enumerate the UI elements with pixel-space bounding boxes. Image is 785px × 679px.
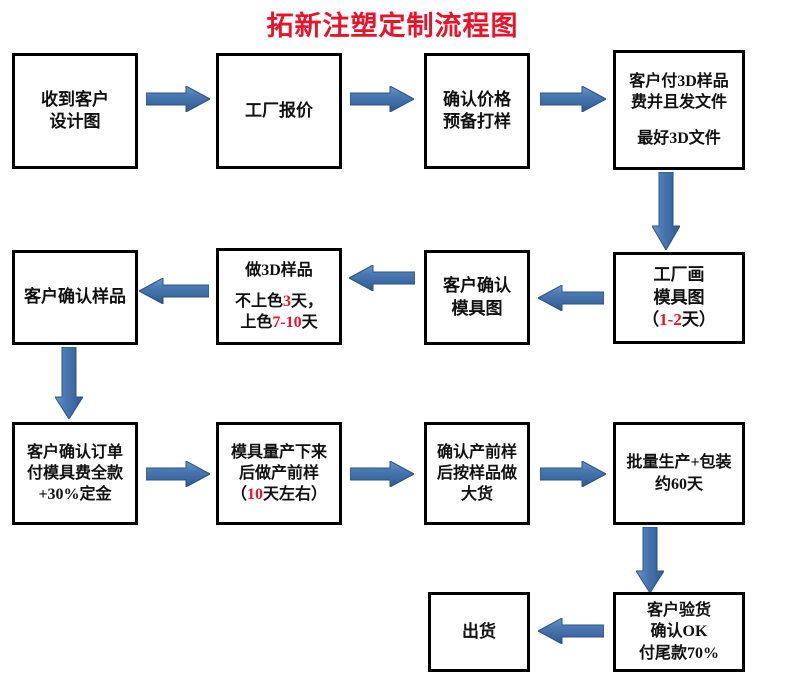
node-shipment[interactable]: 出货 <box>428 592 530 672</box>
uncolored-suffix: 天， <box>291 292 324 310</box>
highlight-days-uncolored: 3 <box>283 292 291 310</box>
colored-prefix: 上色 <box>240 314 273 332</box>
node-line: 约60天 <box>654 475 703 493</box>
node-line: 做3D样品 <box>245 261 313 279</box>
node-line-days: （1-2天） <box>642 309 716 331</box>
node-line: 预备打样 <box>443 112 511 131</box>
node-confirm-price[interactable]: 确认价格 预备打样 <box>424 53 530 169</box>
paren-close: 天左右） <box>263 486 328 504</box>
node-line: 设计图 <box>49 112 101 131</box>
node-make-3d-sample[interactable]: 做3D样品 不上色3天， 上色7-10天 <box>216 248 342 345</box>
arrow-n8-to-n9 <box>55 347 83 419</box>
uncolored-prefix: 不上色 <box>234 292 283 310</box>
node-line: 客户确认 <box>443 276 511 296</box>
node-line: 出货 <box>462 621 496 641</box>
arrow-n11-to-n12 <box>540 461 606 487</box>
node-factory-quote[interactable]: 工厂报价 <box>216 53 342 169</box>
paren-close: 天） <box>681 310 716 330</box>
node-line: +30%定金 <box>38 486 112 504</box>
node-confirm-order-pay-mold[interactable]: 客户确认订单 付模具费全款 +30%定金 <box>12 422 138 525</box>
node-line: 客户付3D样品 <box>629 73 729 91</box>
arrow-n1-to-n2 <box>146 86 210 112</box>
node-confirm-presample-bulk[interactable]: 确认产前样 后按样品做 大货 <box>424 422 530 525</box>
node-line: 付模具费全款 <box>26 464 123 482</box>
node-line: 后做产前样 <box>238 464 319 482</box>
node-customer-confirm-sample[interactable]: 客户确认样品 <box>12 250 138 345</box>
node-customer-inspect-final-payment[interactable]: 客户验货 确认OK 付尾款70% <box>613 592 745 672</box>
arrow-n12-to-n13 <box>636 527 664 593</box>
node-customer-confirm-mold-drawing[interactable]: 客户确认 模具图 <box>424 250 530 345</box>
node-line: 模具图 <box>653 287 705 307</box>
node-line-colored: 上色7-10天 <box>240 312 317 333</box>
node-line: 最好3D文件 <box>637 129 721 147</box>
arrow-n3-to-n4 <box>540 86 606 112</box>
node-line: 工厂报价 <box>245 100 313 120</box>
node-mass-production-packaging[interactable]: 批量生产+包装 约60天 <box>613 422 745 525</box>
arrow-n9-to-n10 <box>146 461 210 487</box>
node-pay-3d-sample-fee[interactable]: 客户付3D样品 费并且发文件 最好3D文件 <box>613 50 745 170</box>
arrow-n10-to-n11 <box>350 461 414 487</box>
node-factory-draw-mold[interactable]: 工厂画 模具图 （1-2天） <box>613 252 745 344</box>
colored-suffix: 天 <box>301 314 318 332</box>
arrow-n7-to-n8 <box>139 278 209 304</box>
arrow-n4-to-n5 <box>652 172 680 250</box>
highlight-days-colored: 7-10 <box>272 314 302 332</box>
paren-open: （ <box>230 486 247 504</box>
node-receive-design[interactable]: 收到客户 设计图 <box>12 53 138 169</box>
node-line: 客户确认样品 <box>24 287 126 307</box>
node-line: 客户验货 <box>646 602 711 620</box>
highlight-days: 1-2 <box>659 310 682 330</box>
node-line: 工厂画 <box>653 265 705 285</box>
node-mold-mass-production-presample[interactable]: 模具量产下来 后做产前样 （10天左右） <box>216 422 342 525</box>
node-line: 模具图 <box>451 298 503 318</box>
arrow-n2-to-n3 <box>350 86 414 112</box>
highlight-days: 10 <box>247 486 263 504</box>
page-title: 拓新注塑定制流程图 <box>266 11 519 41</box>
node-line: 收到客户 <box>41 89 109 109</box>
node-line: 确认产前样 <box>436 443 517 461</box>
node-line: 后按样品做 <box>436 464 517 482</box>
node-line: 确认价格 <box>443 89 511 109</box>
node-line-days: （10天左右） <box>231 484 327 505</box>
arrow-n5-to-n6 <box>538 285 604 311</box>
node-line: 模具量产下来 <box>230 443 327 461</box>
node-line: 大货 <box>460 486 493 504</box>
node-line-uncolored: 不上色3天， <box>235 291 323 312</box>
paren-open: （ <box>642 310 660 330</box>
node-line: 客户确认订单 <box>26 443 123 461</box>
arrow-n13-to-n14 <box>538 618 604 644</box>
node-line: 费并且发文件 <box>630 94 727 112</box>
node-line: 批量生产+包装 <box>626 454 732 472</box>
node-line: 付尾款70% <box>638 644 719 662</box>
arrow-n6-to-n7 <box>349 265 415 291</box>
node-line: 确认OK <box>650 623 708 641</box>
